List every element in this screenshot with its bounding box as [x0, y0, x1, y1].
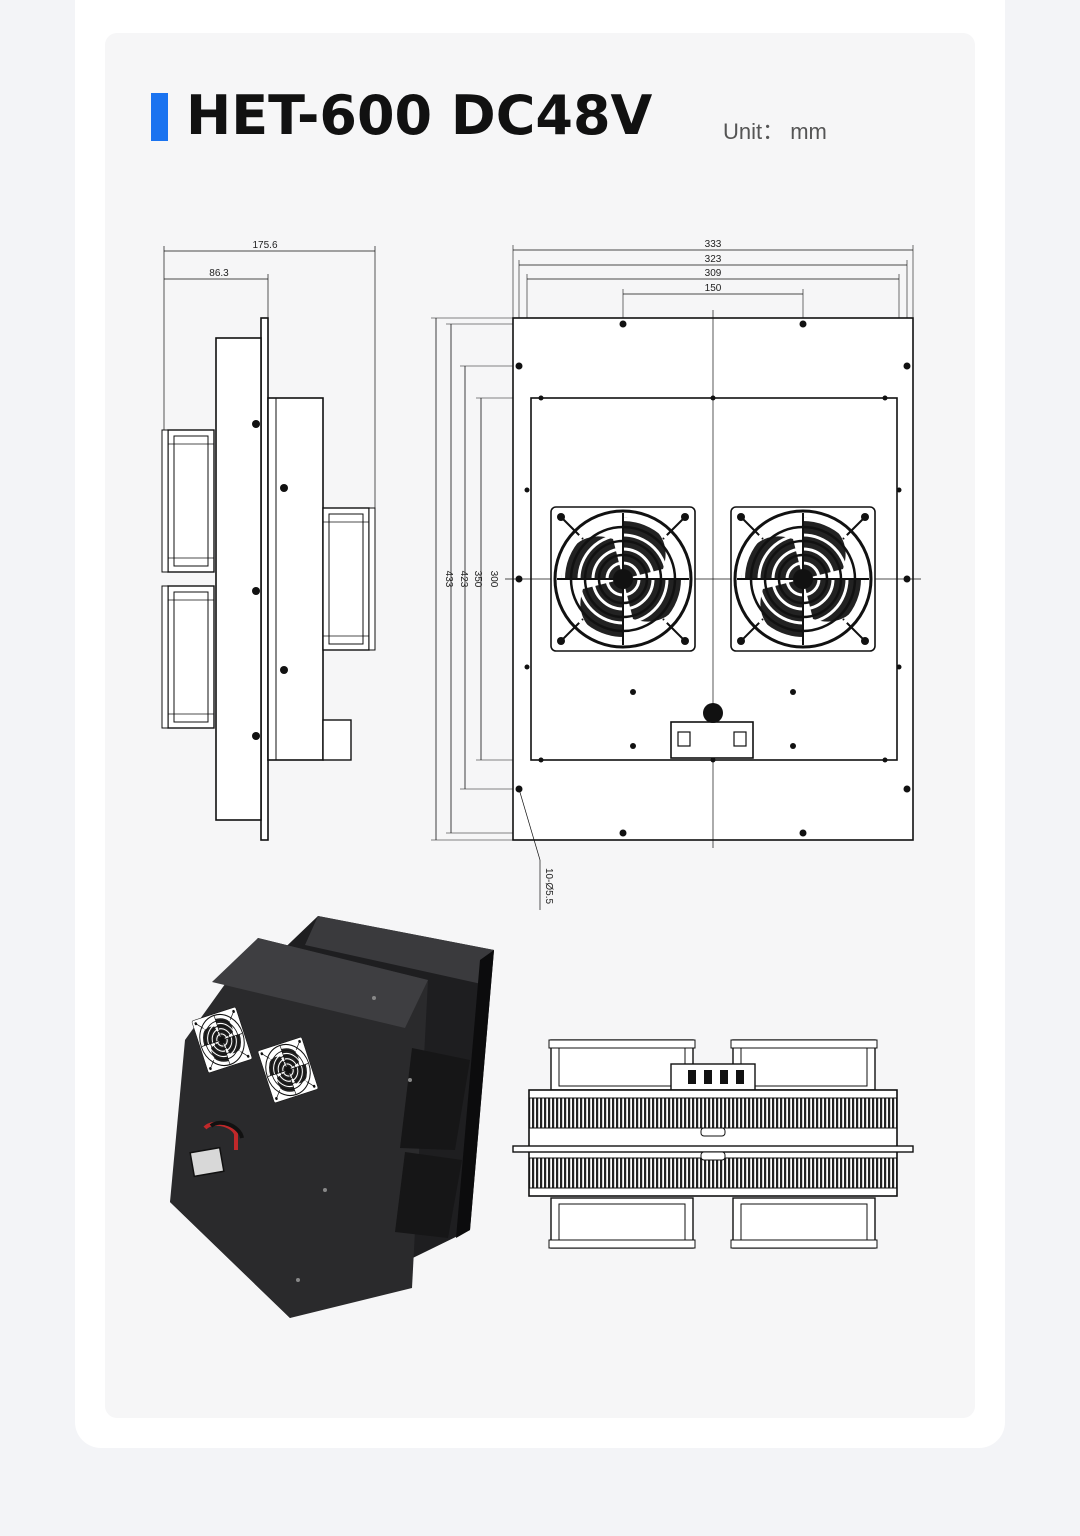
front-dim-h350: 350	[472, 571, 483, 588]
side-view-drawing: 175.6 86.3	[161, 240, 376, 841]
side-dim-half: 86.3	[209, 268, 229, 279]
peltier-cooler-photo	[170, 916, 494, 1318]
front-dim-h433: 433	[443, 571, 454, 588]
front-dim-h300: 300	[488, 571, 499, 588]
title-accent-bar	[151, 93, 168, 141]
front-dim-w323: 323	[705, 254, 722, 265]
front-dim-w333: 333	[705, 239, 722, 250]
front-dim-h423: 423	[458, 571, 469, 588]
heatsink-bottom-view	[512, 1039, 914, 1249]
model-title: HET-600 DC48V	[186, 84, 653, 147]
side-dim-total: 175.6	[252, 240, 277, 251]
front-dim-w150: 150	[705, 283, 722, 294]
front-view-drawing: 333 323 309 150 433 423 350 300	[431, 239, 921, 910]
front-dim-w309: 309	[705, 268, 722, 279]
unit-label: Unit： mm	[723, 119, 827, 144]
mounting-hole-callout: 10-Ø5.5	[543, 868, 554, 905]
